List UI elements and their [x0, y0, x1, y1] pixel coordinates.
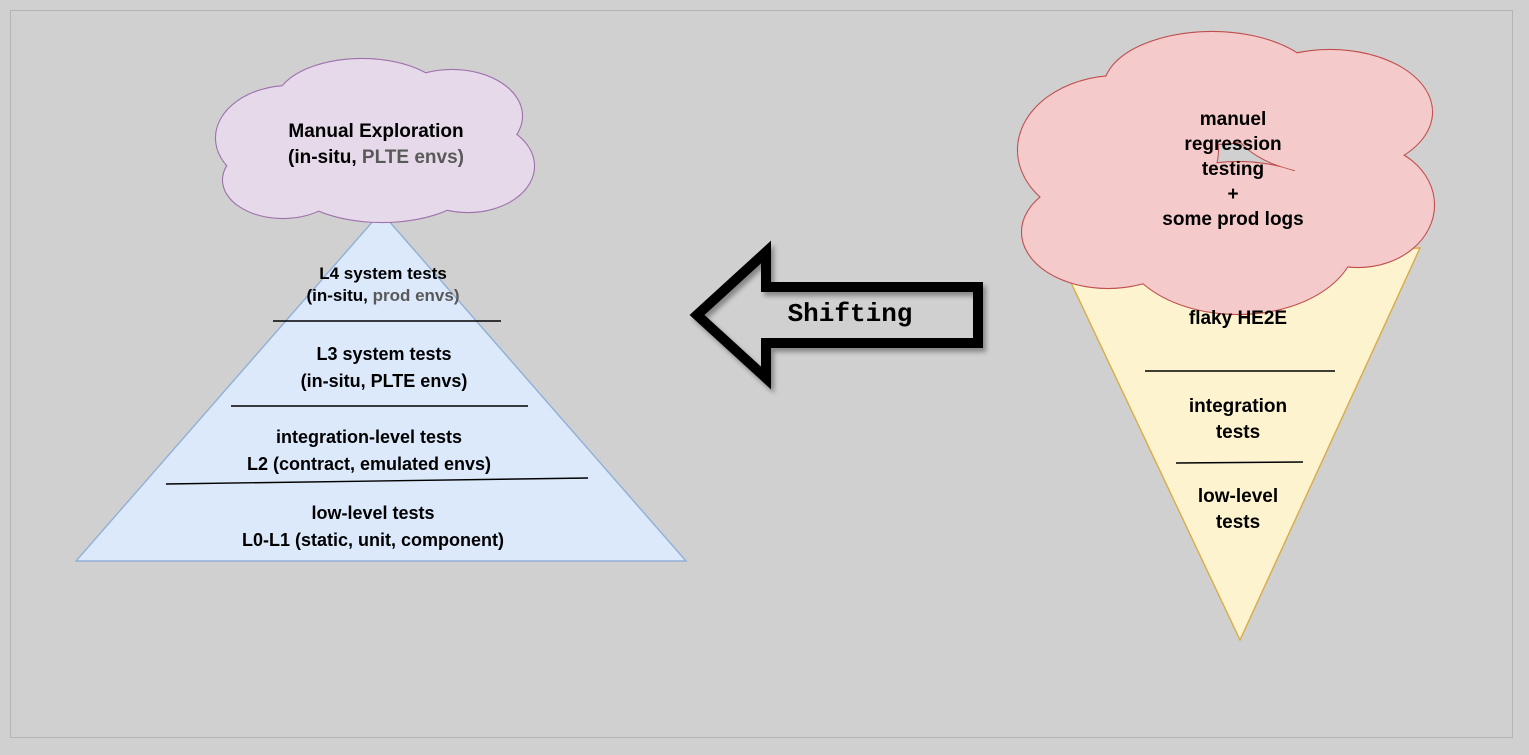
pyramid-layer-l4-label: L4 system tests (in-situ, prod envs) [283, 263, 483, 307]
left-cloud-line-2: (in-situ, PLTE envs) [288, 147, 464, 168]
cone-divider-line [1175, 461, 1304, 464]
cone-section-flaky-he2e: flaky HE2E [1188, 308, 1288, 329]
l4-line-1: L4 system tests [319, 264, 447, 283]
pyramid-divider-line [165, 477, 589, 485]
cone-section-low-level-tests: low-level tests [1088, 484, 1388, 536]
right-cloud-line-5: some prod logs [1162, 209, 1304, 230]
right-cloud-label: manuel regression testing + some prod lo… [1083, 107, 1383, 232]
pyramid-layer-l0l1-label: low-level tests L0-L1 (static, unit, com… [223, 500, 523, 554]
l3-line-2: (in-situ, PLTE envs) [300, 371, 468, 391]
right-cloud-line-1: manuel [1199, 109, 1267, 130]
l4-line-2: (in-situ, prod envs) [306, 286, 460, 305]
cone-s3-line-1: low-level [1197, 486, 1279, 507]
test-pyramid-shape [74, 210, 688, 562]
l2-line-1: integration-level tests [275, 427, 463, 447]
l2-line-2: L2 (contract, emulated envs) [246, 454, 492, 474]
cone-s3-line-2: tests [1215, 512, 1261, 533]
cone-s2-line-2: tests [1215, 422, 1261, 443]
shift-left-arrow-shape [689, 240, 983, 390]
cone-section-integration-tests: integration tests [1088, 394, 1388, 446]
right-cloud-line-4: + [1227, 184, 1239, 205]
shifting-arrow-label: Shifting [787, 299, 913, 329]
l3-line-1: L3 system tests [316, 344, 452, 364]
l0l1-line-1: low-level tests [311, 503, 435, 523]
l0l1-line-2: L0-L1 (static, unit, component) [241, 530, 504, 550]
right-cloud-line-3: testing [1201, 159, 1265, 180]
pyramid-layer-l2-label: integration-level tests L2 (contract, em… [219, 424, 519, 478]
left-cloud-label: Manual Exploration (in-situ, PLTE envs) [226, 119, 526, 171]
pyramid-layer-l3-label: L3 system tests (in-situ, PLTE envs) [284, 341, 484, 395]
right-cloud-line-2: regression [1184, 134, 1282, 155]
left-cloud-line-1: Manual Exploration [288, 121, 464, 142]
cone-s2-line-1: integration [1188, 396, 1288, 417]
